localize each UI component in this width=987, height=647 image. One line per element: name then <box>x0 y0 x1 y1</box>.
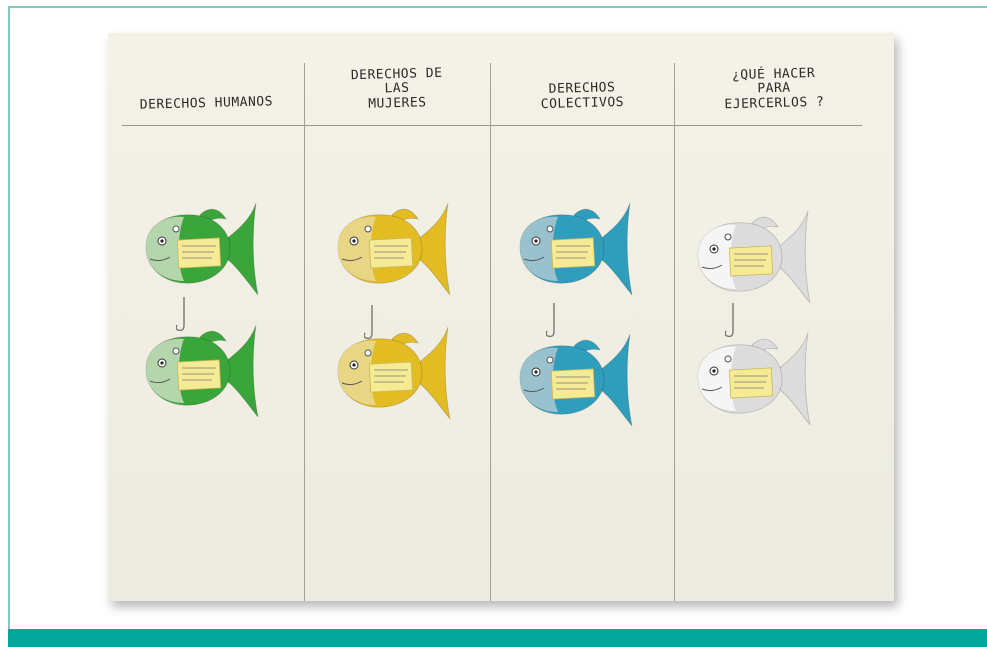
hook-icon-col1 <box>176 297 185 332</box>
column-divider-2 <box>490 63 491 601</box>
column-title-derechos-colectivos: DERECHOS COLECTIVOS <box>540 80 625 112</box>
fish-icon-human-rights-1 <box>145 202 259 296</box>
column-title-que-hacer: ¿QUÉ HACER PARA EJERCERLOS ? <box>724 66 825 113</box>
column-title-derechos-humanos: DERECHOS HUMANOS <box>139 93 274 113</box>
header-rule <box>122 125 862 126</box>
hook-icon-col4 <box>725 303 734 338</box>
fish-icon-womens-rights-2 <box>337 326 451 420</box>
bottom-accent-bar <box>8 629 987 647</box>
fish-icon-what-to-do-1 <box>697 210 811 304</box>
fish-icon-human-rights-2 <box>145 324 259 418</box>
fish-icon-collective-rights-2 <box>519 333 633 427</box>
column-divider-3 <box>674 63 675 601</box>
flip-chart-poster: DERECHOS HUMANOS DERECHOS DE LAS MUJERES… <box>108 33 894 601</box>
hook-icon-col2 <box>364 305 373 340</box>
hook-icon-col3 <box>546 303 555 338</box>
fish-icon-womens-rights-1 <box>337 202 451 296</box>
page-frame <box>8 6 987 630</box>
fish-icon-collective-rights-1 <box>519 202 633 296</box>
fish-icon-what-to-do-2 <box>697 332 811 426</box>
column-title-derechos-mujeres: DERECHOS DE LAS MUJERES <box>350 65 443 112</box>
column-divider-1 <box>304 63 305 601</box>
